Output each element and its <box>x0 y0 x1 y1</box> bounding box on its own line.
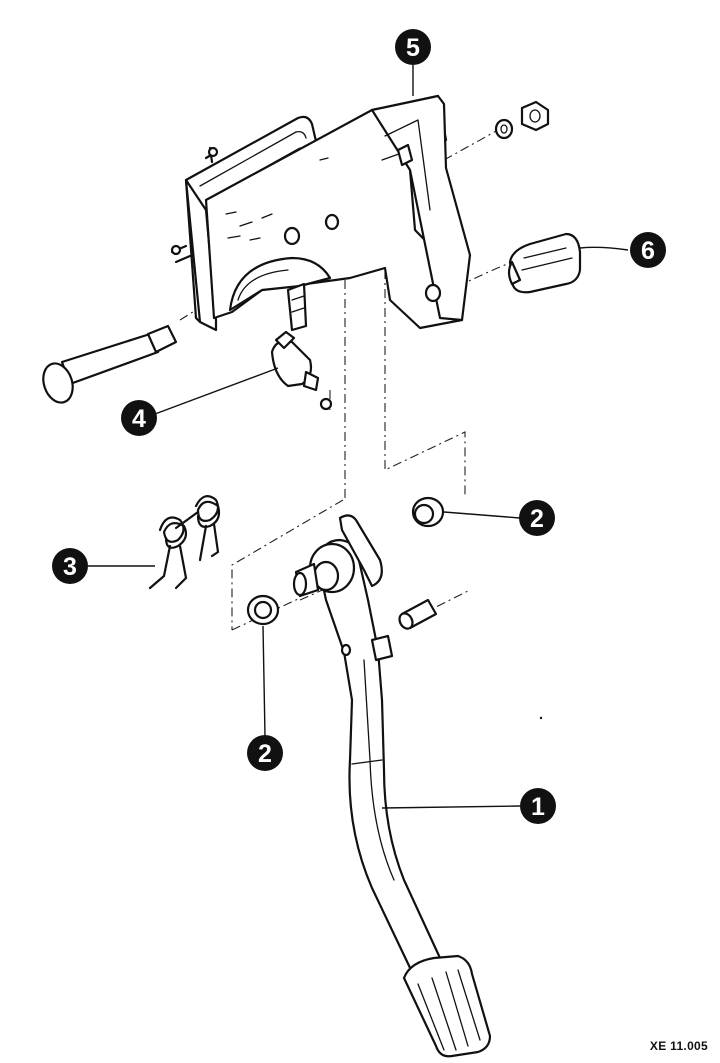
figure-reference-code: XE 11.005 <box>649 1039 708 1053</box>
callout-4-label: 4 <box>132 405 146 433</box>
leader-lines <box>88 65 629 809</box>
stop-pin <box>398 598 438 630</box>
pad-stop <box>507 232 582 294</box>
mounting-bracket <box>170 94 472 332</box>
bush-right <box>411 496 445 528</box>
callout-1-label: 1 <box>531 793 545 821</box>
return-spring <box>148 495 221 590</box>
clevis-pin <box>42 324 178 404</box>
callout-2a-label: 2 <box>530 505 544 533</box>
callout-2b-label: 2 <box>258 740 272 768</box>
callout-6-label: 6 <box>641 237 655 265</box>
washer-and-nut <box>494 100 550 140</box>
callout-4: 4 <box>121 400 157 436</box>
callout-5-label: 5 <box>406 34 420 62</box>
callout-3: 3 <box>52 548 88 584</box>
callout-3-label: 3 <box>63 553 77 581</box>
stray-mark <box>539 716 543 720</box>
callout-2b: 2 <box>247 735 283 771</box>
callout-1: 1 <box>520 788 556 824</box>
bush-left <box>246 594 280 626</box>
callout-6: 6 <box>630 232 666 268</box>
callout-2a: 2 <box>519 500 555 536</box>
pedal-lever <box>292 514 492 1058</box>
switch <box>270 282 333 411</box>
callout-5: 5 <box>395 29 431 65</box>
